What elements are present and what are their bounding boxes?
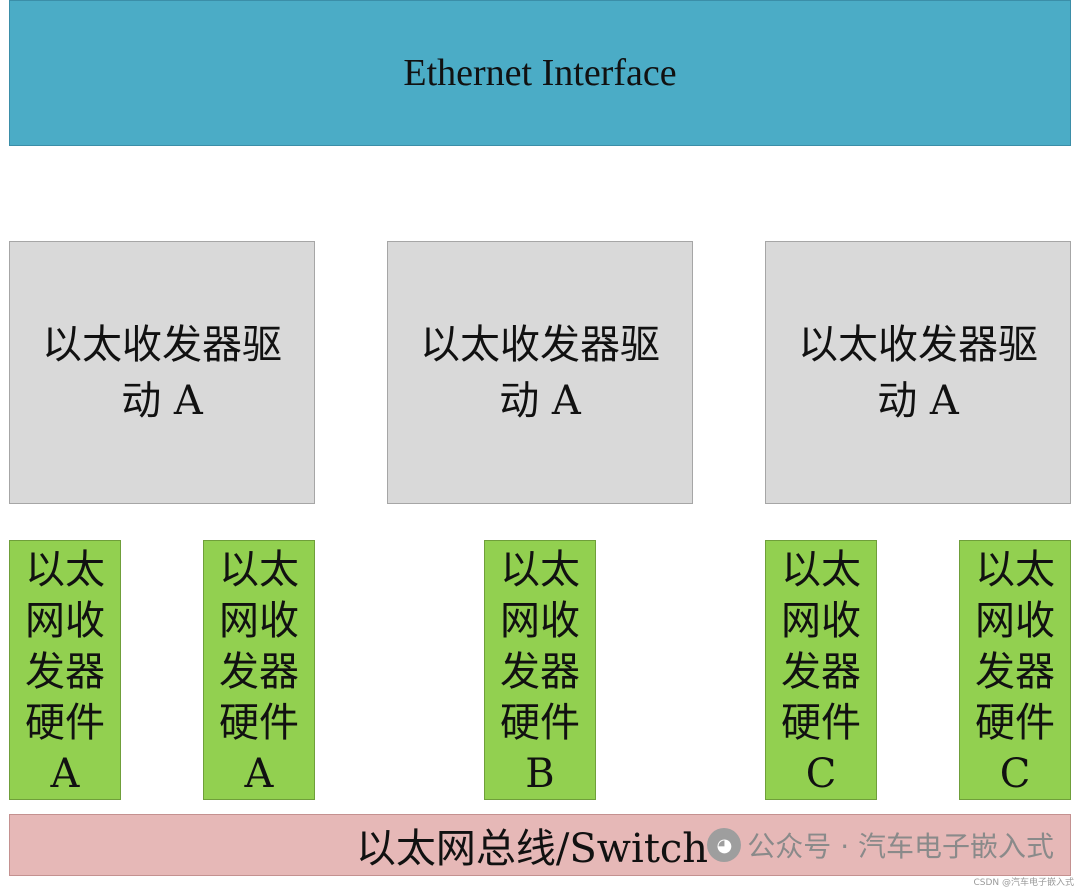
csdn-watermark: CSDN @汽车电子嵌入式 (973, 878, 1074, 888)
watermark-text: 公众号 · 汽车电子嵌入式 (747, 830, 1054, 863)
hardware-label: 以太网收发器硬件B (500, 547, 580, 797)
driver-label: 以太收发器驱动 A (42, 321, 282, 424)
transceiver-hardware-box-4: 以太网收发器硬件C (765, 540, 877, 800)
driver-label: 以太收发器驱动 A (420, 321, 660, 424)
transceiver-hardware-box-3: 以太网收发器硬件B (484, 540, 596, 800)
hardware-label: 以太网收发器硬件A (25, 547, 105, 797)
hardware-label: 以太网收发器硬件C (781, 547, 861, 797)
transceiver-hardware-box-1: 以太网收发器硬件A (9, 540, 121, 800)
hardware-label: 以太网收发器硬件C (975, 547, 1055, 797)
transceiver-driver-box-3: 以太收发器驱动 A (765, 241, 1071, 504)
wechat-icon: ◕ (707, 828, 742, 862)
transceiver-driver-box-1: 以太收发器驱动 A (9, 241, 315, 504)
bus-label: 以太网总线/Switch (355, 826, 709, 872)
hardware-label: 以太网收发器硬件A (219, 547, 299, 797)
ethernet-interface-box: Ethernet Interface (9, 0, 1071, 146)
transceiver-driver-box-2: 以太收发器驱动 A (387, 241, 693, 504)
driver-label: 以太收发器驱动 A (798, 321, 1038, 424)
ethernet-bus-switch-box: 以太网总线/Switch (9, 814, 1071, 876)
watermark: ◕ 公众号 · 汽车电子嵌入式 (707, 825, 1054, 865)
transceiver-hardware-box-2: 以太网收发器硬件A (203, 540, 315, 800)
transceiver-hardware-box-5: 以太网收发器硬件C (959, 540, 1071, 800)
ethernet-interface-label: Ethernet Interface (403, 52, 677, 94)
